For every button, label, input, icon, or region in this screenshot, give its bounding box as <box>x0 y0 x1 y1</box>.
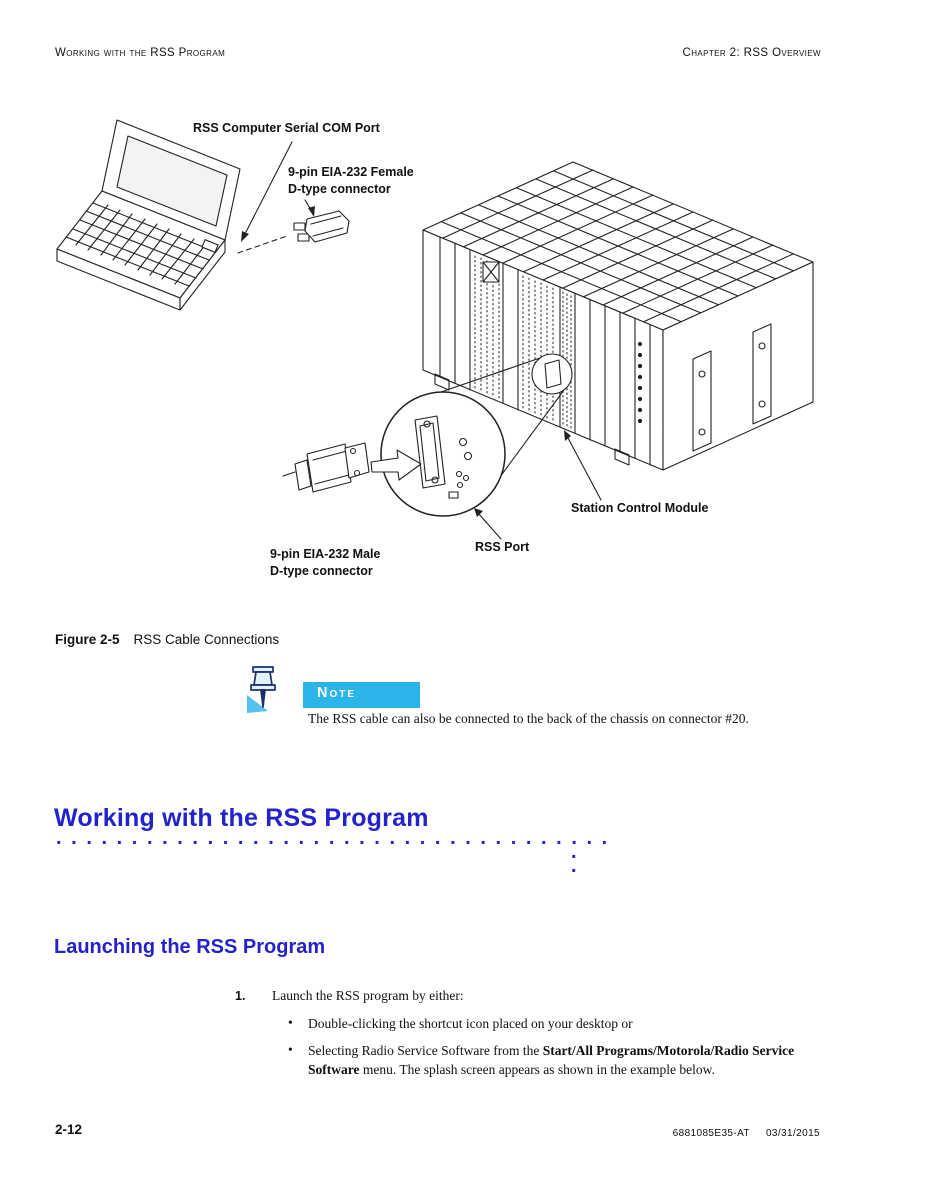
step-text: Launch the RSS program by either: <box>272 988 464 1003</box>
footer-date: 03/31/2015 <box>765 1128 820 1139</box>
figure-caption: Figure 2-5 RSS Cable Connections <box>55 632 279 647</box>
heading-dot-extra-2: . <box>571 855 577 877</box>
step-number: 1. <box>235 989 246 1003</box>
bullet-icon: • <box>288 1042 293 1057</box>
laptop-illustration <box>56 119 241 311</box>
running-header-right: Chapter 2: RSS Overview <box>682 47 821 59</box>
heading-dot-extra-1: . <box>571 841 577 863</box>
label-male-line2: D-type connector <box>270 564 373 578</box>
figure-caption-text: RSS Cable Connections <box>133 632 280 647</box>
figure-caption-number: Figure 2-5 <box>55 632 120 647</box>
label-female-line2: D-type connector <box>288 182 391 196</box>
magnifier-circle <box>380 357 565 517</box>
heading-dot-leader: ..................................... <box>56 827 617 849</box>
label-rss-port: RSS Port <box>475 540 530 554</box>
bullet-item-2: Selecting Radio Service Software from th… <box>308 1042 828 1079</box>
page-number: 2-12 <box>55 1122 83 1137</box>
bullet-icon: • <box>288 1015 293 1030</box>
leader-lines <box>241 141 602 540</box>
pushpin-icon <box>247 666 276 713</box>
subsection-title: Launching the RSS Program <box>54 936 326 958</box>
bullet-item-2-pre: Selecting Radio Service Software from th… <box>308 1043 543 1058</box>
pointer-arrow <box>370 449 422 481</box>
rss-cable-diagram <box>56 119 814 540</box>
running-header-left: Working with the RSS Program <box>55 47 226 59</box>
note-banner: Note <box>303 682 420 708</box>
label-station-control-module: Station Control Module <box>571 501 709 515</box>
figure-rss-cable-connections: RSS Computer Serial COM Port 9-pin EIA-2… <box>55 112 823 602</box>
label-com-port: RSS Computer Serial COM Port <box>193 121 380 135</box>
section-title: Working with the RSS Program <box>54 804 429 832</box>
bullet-item-2-post: menu. The splash screen appears as shown… <box>359 1061 715 1077</box>
label-female-line1: 9-pin EIA-232 Female <box>288 165 414 179</box>
female-connector-illustration <box>293 210 350 243</box>
chassis-illustration <box>422 161 814 471</box>
bullet-item-2-menu-path: Start/All Programs/Motorola/Radio Servic… <box>308 1043 795 1077</box>
footer-doc-info: 6881085E35-AT 03/31/2015 <box>673 1128 820 1139</box>
label-male-line1: 9-pin EIA-232 Male <box>270 547 381 561</box>
label-female-connector: 9-pin EIA-232 Female D-type connector <box>288 164 414 198</box>
note-text: The RSS cable can also be connected to t… <box>308 711 749 726</box>
male-connector-illustration <box>282 442 370 493</box>
label-male-connector: 9-pin EIA-232 Male D-type connector <box>270 546 380 580</box>
bullet-item-1: Double-clicking the shortcut icon placed… <box>308 1016 633 1031</box>
footer-doc-id: 6881085E35-AT <box>672 1128 750 1139</box>
dashed-cable-line <box>237 235 288 254</box>
